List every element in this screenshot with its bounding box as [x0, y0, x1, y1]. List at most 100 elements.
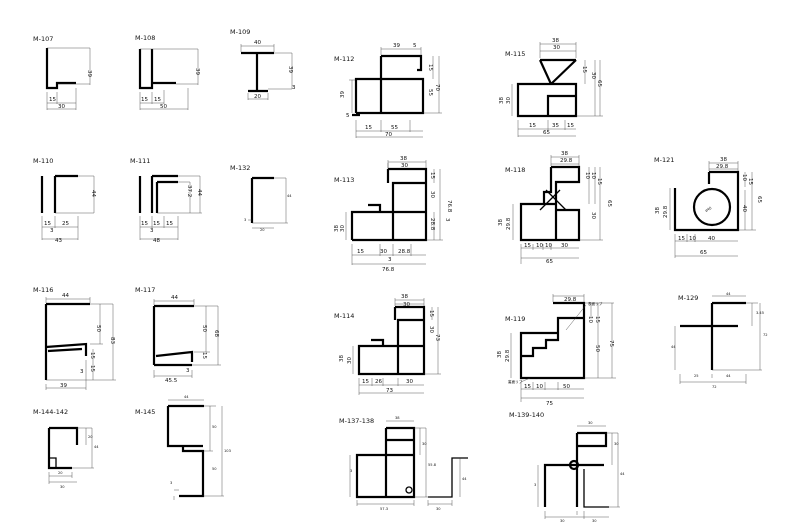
dim-label: 29.8	[560, 158, 573, 164]
dim-label: 38	[561, 151, 568, 157]
dim-label: 15	[429, 172, 435, 179]
dim-label: 10	[741, 174, 747, 181]
dim-label: 15	[596, 178, 602, 185]
dim-label: 44	[171, 295, 178, 301]
dim-label: 15	[427, 64, 433, 71]
dim-label: 40	[741, 205, 747, 212]
dim-label: 28.8	[429, 218, 435, 231]
dim-label: 30	[58, 104, 65, 110]
profile-m-114: M-114 38 30 15 30 73 38 30 15 26 30 73	[334, 294, 441, 395]
dimension-lines	[248, 177, 288, 229]
dim-label: 76.8	[446, 200, 452, 213]
profile-m-119: M-119 表面リブ 裏面リブ 29.8 10 15 50 75 38 29.8…	[497, 294, 616, 407]
dim-label: 15	[141, 221, 148, 227]
dim-label: 39	[194, 68, 200, 75]
profile-shape	[40, 174, 78, 213]
dim-label: 44	[94, 445, 99, 449]
dim-label: 25	[694, 374, 699, 378]
dim-label: 39	[287, 66, 293, 73]
dim-label: 15	[428, 310, 434, 317]
dim-label: 38	[401, 294, 408, 300]
profile-m-144-142: M-144-142 20 44 20 30	[33, 408, 99, 489]
dim-label: 83	[109, 337, 115, 344]
dim-label: 30	[401, 163, 408, 169]
profile-shape	[152, 304, 194, 367]
dim-label: 15	[166, 221, 173, 227]
profile-shape	[352, 54, 425, 117]
dimension-lines	[349, 47, 442, 138]
profile-code: M-129	[678, 294, 698, 302]
dim-label: 10	[584, 172, 590, 179]
dim-label: 15	[747, 178, 753, 185]
profile-code: M-114	[334, 312, 354, 320]
profile-m-121: M-121 ø40 38 29.8 10 15 40 65 38 29.8 15…	[654, 156, 762, 258]
dim-label: 39	[340, 91, 346, 98]
profile-shape	[138, 49, 176, 90]
dim-label: 65	[543, 130, 550, 136]
dim-label: 30	[403, 302, 410, 308]
dim-label: 30	[588, 421, 593, 425]
dim-label: 10	[545, 243, 552, 249]
dim-label: 65	[546, 259, 553, 265]
dimension-lines	[48, 427, 94, 484]
dimension-lines	[512, 155, 603, 264]
dim-label: 44	[196, 189, 202, 196]
dim-label: 65	[700, 250, 707, 256]
profile-shape	[250, 176, 274, 223]
profile-shape	[692, 187, 732, 227]
profile-shape	[47, 426, 79, 470]
profile-shape	[519, 165, 581, 242]
profile-code: M-121	[654, 156, 674, 164]
dim-label: 50	[212, 467, 217, 471]
profile-shape	[44, 302, 90, 380]
profile-m-107: M-107 39 15 30	[33, 35, 92, 110]
dimension-lines	[511, 42, 603, 137]
profile-code: M-115	[505, 50, 525, 58]
dim-label: 37.2	[186, 185, 192, 197]
dim-label: 44	[462, 477, 467, 481]
dim-label: 65	[596, 80, 602, 87]
dim-label: 43	[55, 238, 62, 244]
profile-code: M-119	[505, 315, 525, 323]
dim-label: 44	[184, 395, 189, 399]
profile-code: M-117	[135, 286, 155, 294]
profile-m-111: M-111 37.2 44 15 15 15 3 48	[130, 157, 202, 244]
dim-label: 70	[434, 84, 440, 91]
dim-label: 15	[153, 221, 160, 227]
dim-label: 30	[506, 97, 512, 104]
dim-label: 40	[708, 236, 715, 242]
dim-label: 30	[428, 326, 434, 333]
dim-label: 30	[347, 357, 353, 364]
profile-code: M-118	[505, 166, 525, 174]
dim-label: 20	[260, 228, 265, 232]
profile-code: M-110	[33, 157, 53, 165]
dim-label: 44	[62, 293, 69, 299]
dim-label: 44	[287, 194, 292, 198]
dim-label: 103	[224, 449, 231, 453]
dim-label: 10	[590, 172, 596, 179]
dim-label: 30	[590, 72, 596, 79]
dim-label: 30	[380, 249, 387, 255]
dim-label: 3	[534, 483, 536, 487]
dim-label: 48	[153, 238, 160, 244]
dim-label: 3	[350, 469, 352, 473]
dim-label: 30	[60, 485, 65, 489]
dim-label: 15	[201, 352, 207, 359]
dimension-lines	[345, 160, 443, 265]
dim-label: 38	[499, 97, 505, 104]
dim-label: 30	[429, 191, 435, 198]
dim-label: 50	[95, 325, 101, 332]
dim-label: 3.45	[756, 311, 764, 315]
profile-shape	[241, 51, 274, 93]
dim-label: 15	[529, 123, 536, 129]
dim-label: 3	[444, 218, 450, 222]
profile-shape	[45, 48, 76, 90]
profile-shape	[138, 174, 178, 213]
profile-code: M-139-140	[509, 411, 544, 419]
profile-code: M-137-138	[339, 417, 374, 425]
profile-m-132: M-132 3 20 44	[230, 164, 292, 232]
dim-label: 30	[422, 442, 427, 446]
dim-label: 15	[357, 249, 364, 255]
dim-label: 50	[160, 104, 167, 110]
